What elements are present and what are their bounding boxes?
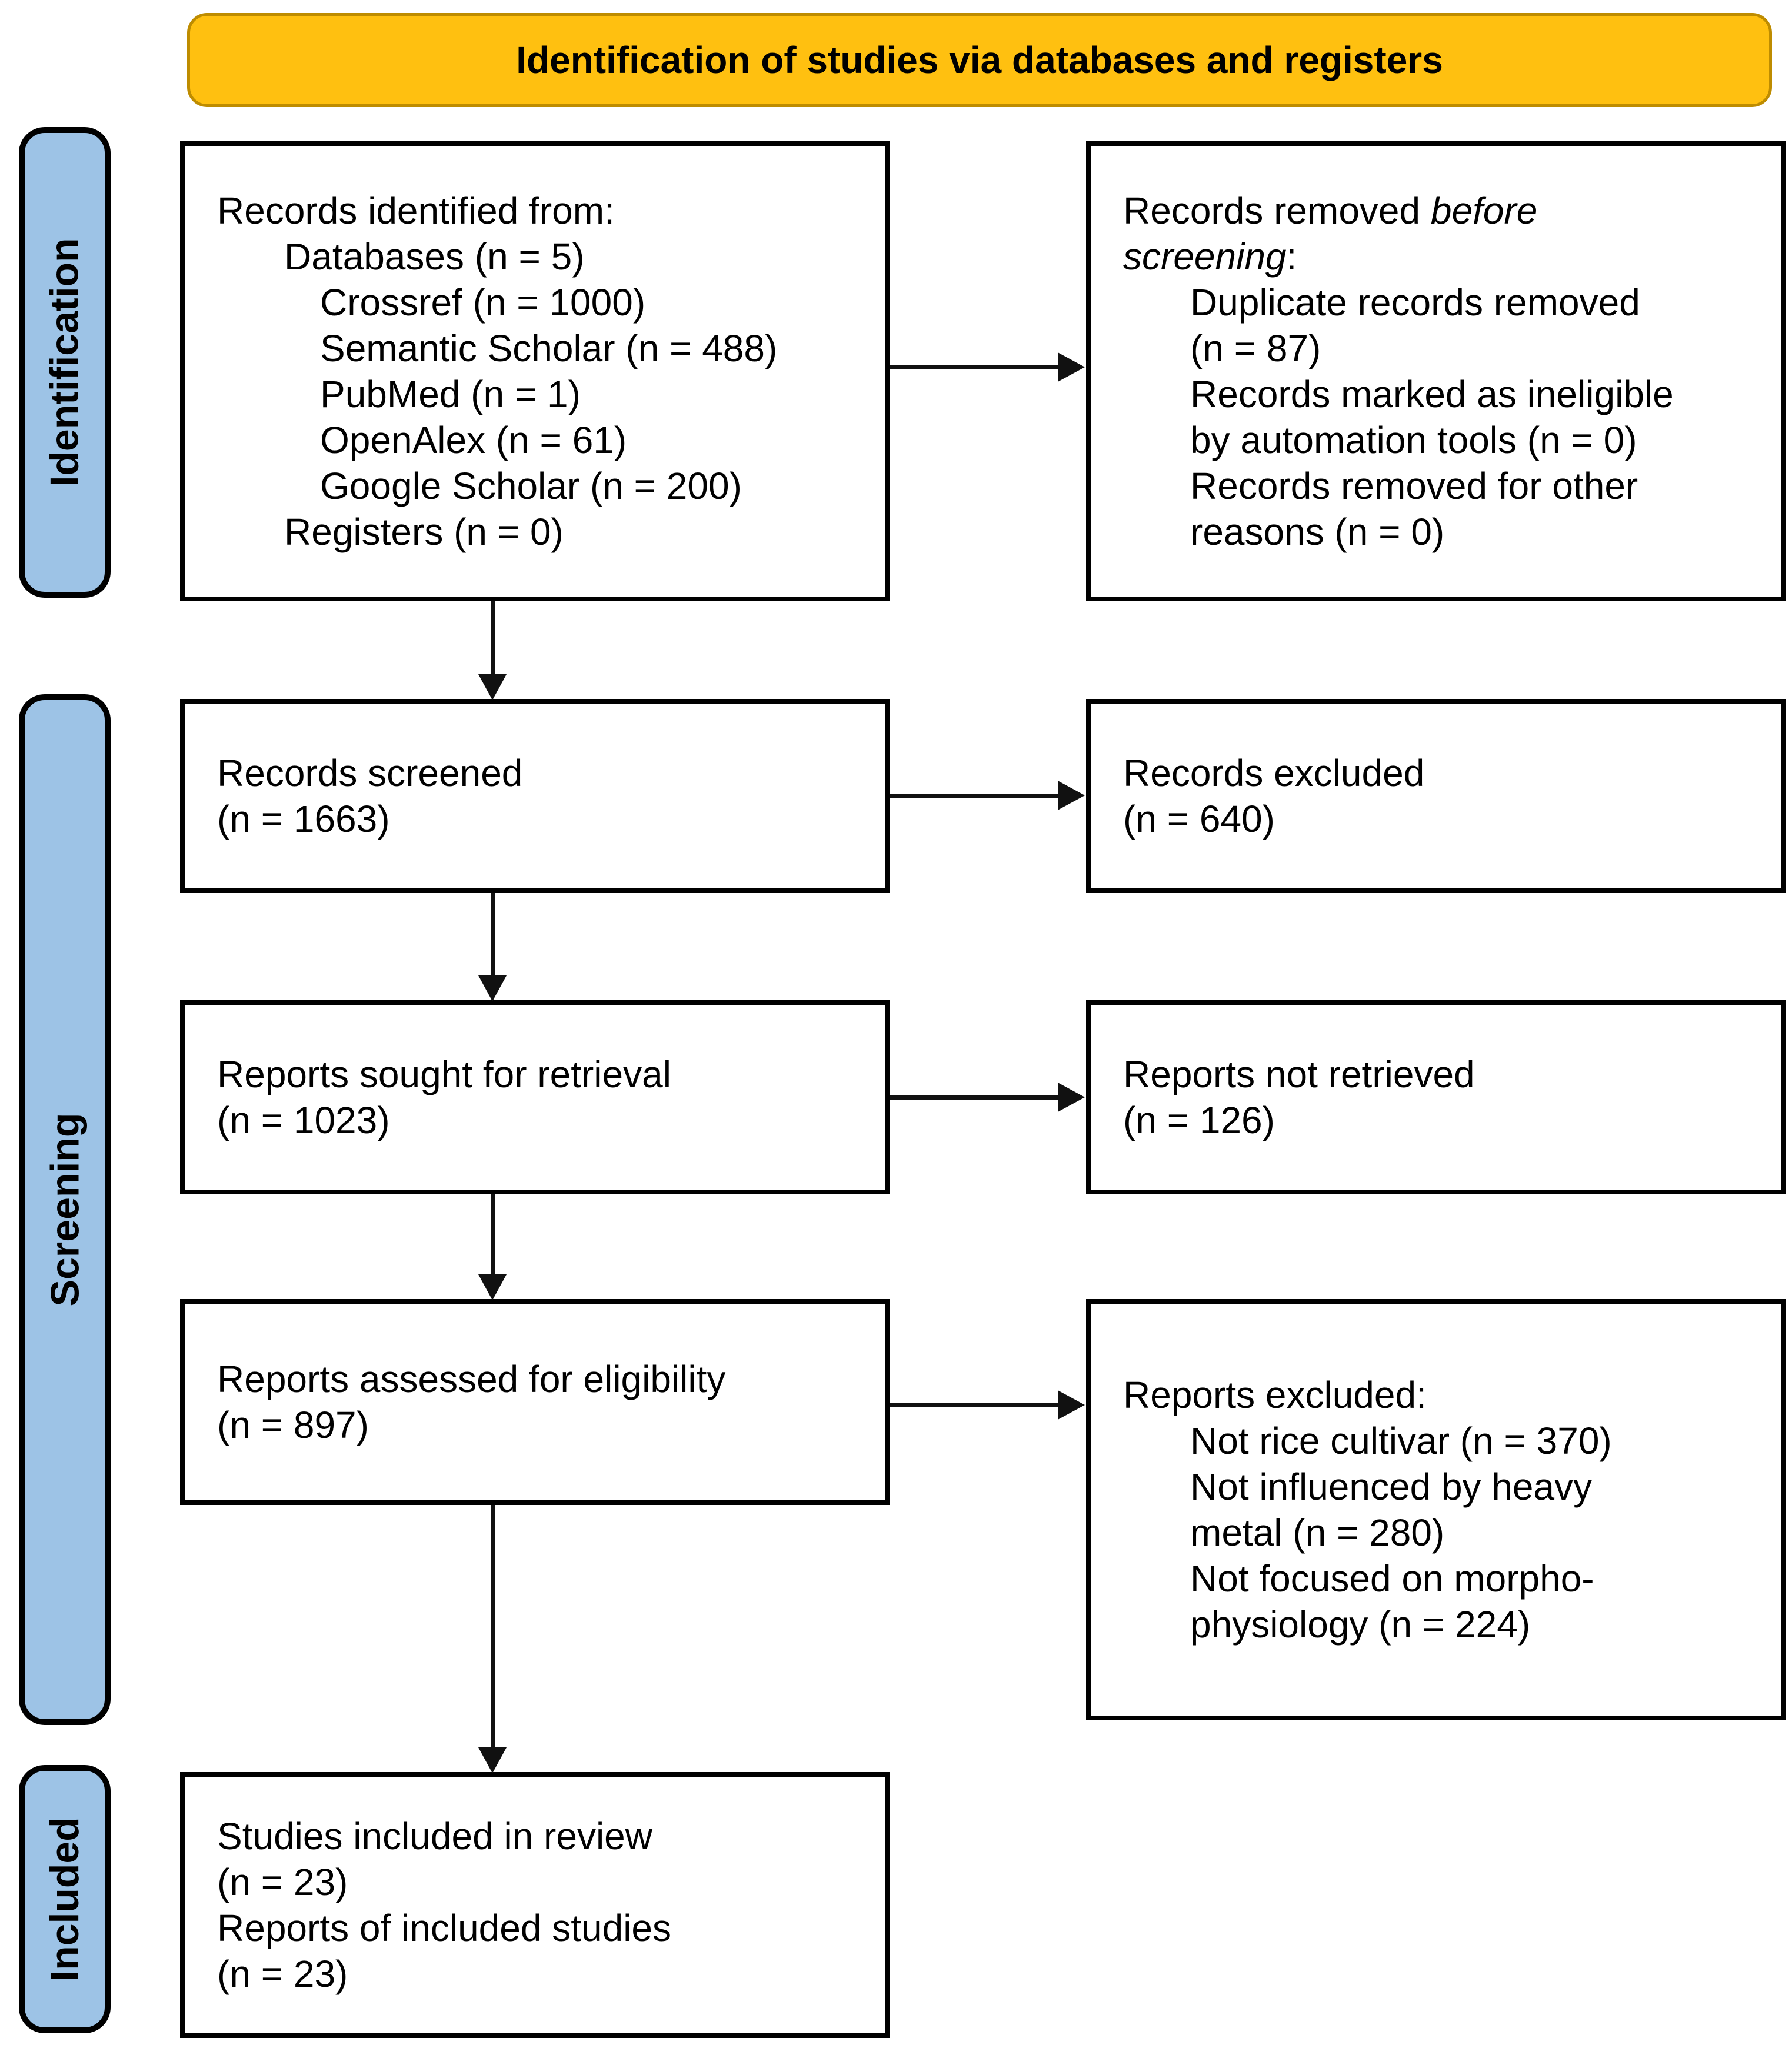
box-reports-sought-for-retrieval: Reports sought for retrieval(n = 1023) (180, 1000, 890, 1194)
box-reports-excluded: Reports excluded:Not rice cultivar (n = … (1086, 1299, 1786, 1720)
sidebar-screening: Screening (19, 694, 111, 1725)
box-text-line: Records screened (217, 752, 523, 794)
box-text-line: Registers (n = 0) (284, 511, 564, 553)
arrow-line (890, 1095, 1060, 1100)
sidebar-included-label: Included (42, 1817, 88, 1982)
box-text-line: Records removed before (1123, 189, 1538, 232)
box-text-line: Not focused on morpho- (1190, 1557, 1594, 1600)
box-text-line: Records excluded (1123, 752, 1425, 794)
arrow-head-right-icon (1058, 352, 1085, 382)
box-reports-assessed-for-eligibility: Reports assessed for eligibility(n = 897… (180, 1299, 890, 1505)
box-records-screened: Records screened(n = 1663) (180, 699, 890, 893)
box-text-line: Records removed for other (1190, 465, 1638, 507)
box-text-line: Reports excluded: (1123, 1374, 1427, 1416)
box-text-line: by automation tools (n = 0) (1190, 419, 1637, 461)
arrow-head-right-icon (1058, 1390, 1085, 1420)
box-reports-not-retrieved: Reports not retrieved(n = 126) (1086, 1000, 1786, 1194)
arrow-head-down-icon (478, 1274, 507, 1300)
sidebar-identification: Identification (19, 127, 111, 598)
box-text-line: screening: (1123, 235, 1297, 278)
arrow-line (890, 794, 1060, 798)
box-text-line: Records identified from: (217, 189, 615, 232)
box-records-identified: Records identified from:Databases (n = 5… (180, 141, 890, 601)
box-text-line: Databases (n = 5) (284, 235, 585, 278)
box-text-line: (n = 87) (1190, 327, 1321, 369)
arrow-line (491, 893, 495, 977)
box-text-line: (n = 640) (1123, 798, 1275, 840)
banner-title: Identification of studies via databases … (516, 39, 1443, 81)
box-text-line: (n = 1663) (217, 798, 390, 840)
box-text-line: Semantic Scholar (n = 488) (320, 327, 778, 369)
arrow-line (491, 1505, 495, 1749)
box-studies-included-in-review: Studies included in review(n = 23)Report… (180, 1772, 890, 2038)
box-text-line: physiology (n = 224) (1190, 1603, 1531, 1646)
box-text-line: reasons (n = 0) (1190, 511, 1445, 553)
box-text-line: Not rice cultivar (n = 370) (1190, 1420, 1612, 1462)
box-records-excluded: Records excluded(n = 640) (1086, 699, 1786, 893)
arrow-line (890, 1403, 1060, 1407)
box-text-line: Reports assessed for eligibility (217, 1358, 726, 1400)
box-text-line: Studies included in review (217, 1815, 652, 1857)
box-text-line: (n = 897) (217, 1404, 369, 1446)
arrow-head-down-icon (478, 1747, 507, 1773)
box-text-line: OpenAlex (n = 61) (320, 419, 627, 461)
box-text-line: PubMed (n = 1) (320, 373, 581, 415)
box-text-line: Reports of included studies (217, 1907, 671, 1949)
arrow-line (890, 365, 1060, 369)
box-text-line: Reports not retrieved (1123, 1053, 1475, 1095)
box-text-line: Duplicate records removed (1190, 281, 1640, 324)
sidebar-screening-label: Screening (42, 1113, 87, 1307)
box-text-line: Reports sought for retrieval (217, 1053, 671, 1095)
arrow-head-down-icon (478, 674, 507, 700)
box-text-line: (n = 23) (217, 1861, 348, 1903)
arrow-line (491, 1194, 495, 1276)
banner: Identification of studies via databases … (187, 13, 1772, 107)
box-text-line: (n = 126) (1123, 1099, 1275, 1141)
arrow-head-right-icon (1058, 1083, 1085, 1112)
box-text-line: (n = 1023) (217, 1099, 390, 1141)
box-text-line: Not influenced by heavy (1190, 1466, 1593, 1508)
arrow-head-right-icon (1058, 781, 1085, 810)
arrow-line (491, 601, 495, 675)
sidebar-identification-label: Identification (42, 238, 88, 487)
box-text-line: (n = 23) (217, 1953, 348, 1995)
box-text-line: metal (n = 280) (1190, 1511, 1445, 1554)
box-text-line: Crossref (n = 1000) (320, 281, 646, 324)
sidebar-included: Included (19, 1765, 111, 2033)
box-text-line: Google Scholar (n = 200) (320, 465, 742, 507)
box-text-line: Records marked as ineligible (1190, 373, 1674, 415)
arrow-head-down-icon (478, 975, 507, 1001)
